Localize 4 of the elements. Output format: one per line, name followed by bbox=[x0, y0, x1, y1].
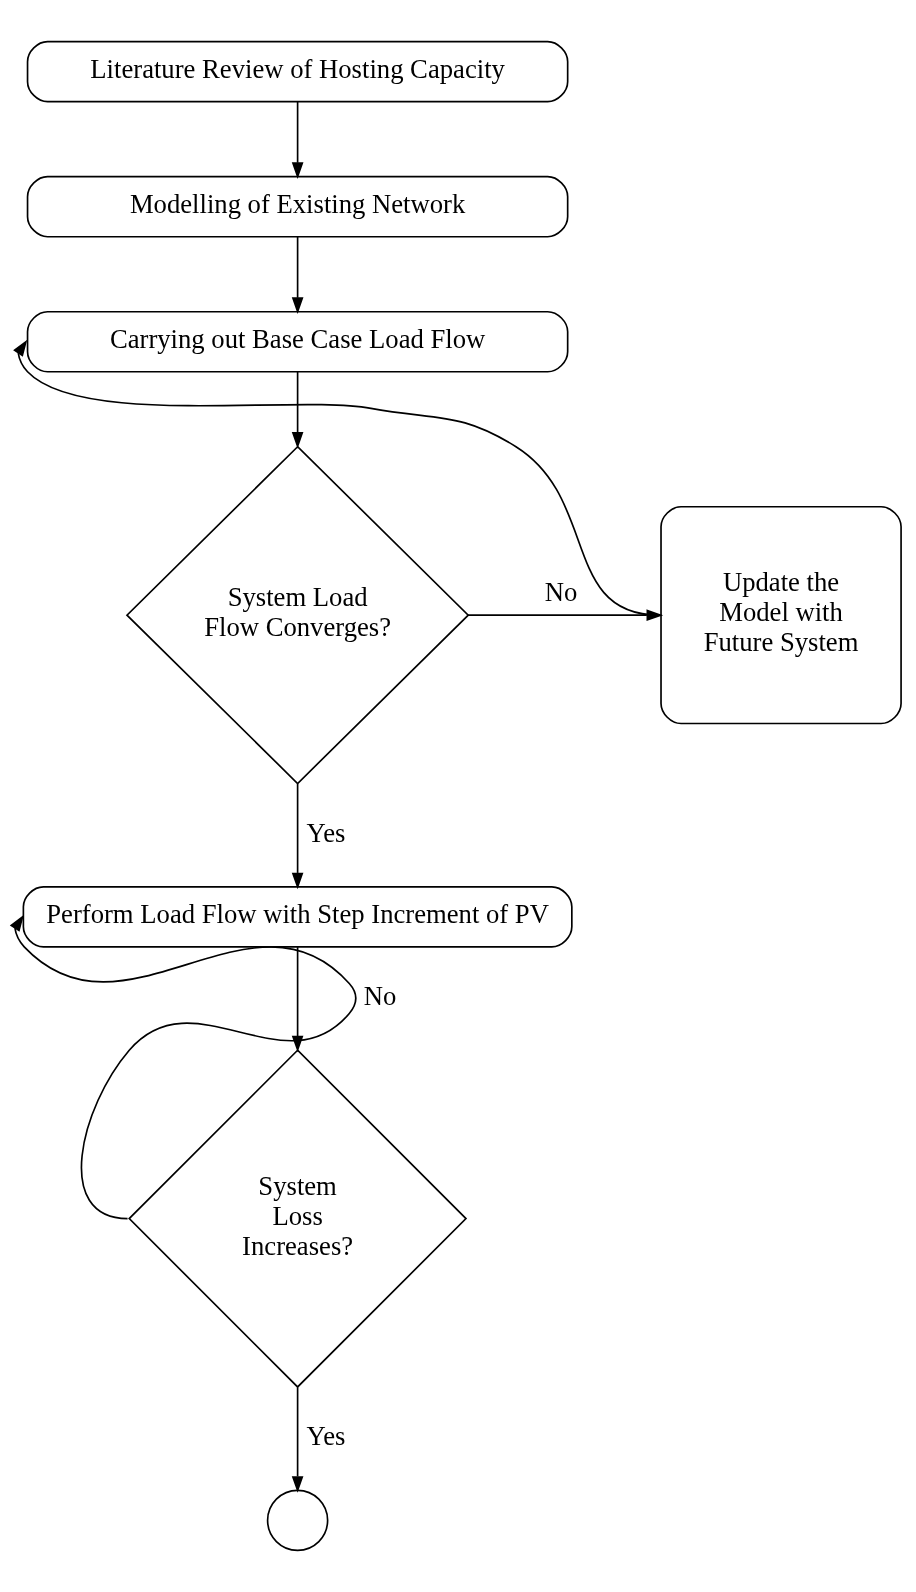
edge-label: No bbox=[363, 980, 397, 1011]
edge-label: Yes bbox=[306, 1420, 346, 1451]
edge-label: No bbox=[544, 577, 578, 608]
edge-label: Yes bbox=[306, 817, 346, 848]
